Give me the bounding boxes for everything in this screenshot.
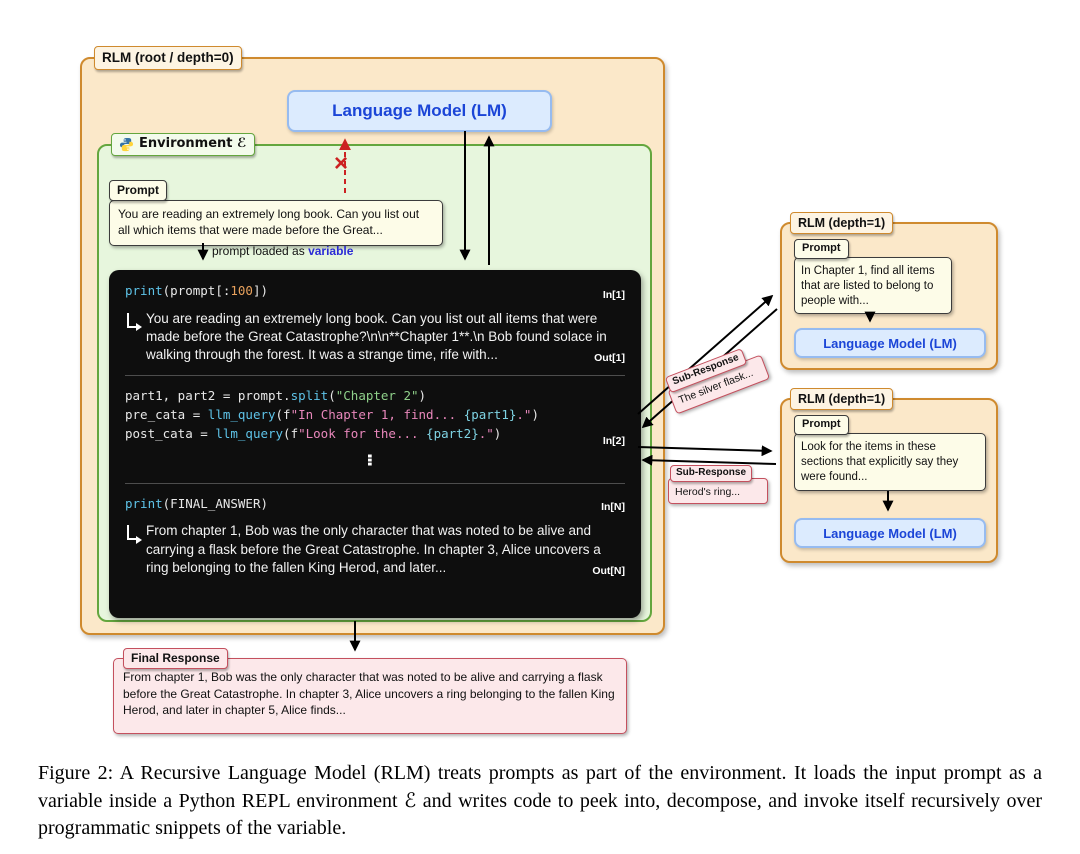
code-divider — [125, 482, 625, 484]
rlm-depth1-box-1: RLM (depth=1) Prompt In Chapter 1, find … — [780, 212, 998, 370]
rlm-depth1-1-title-rest: (depth=1) — [825, 216, 886, 230]
rlm-depth1-2-title-bold: RLM — [798, 392, 826, 406]
repl-in2-block: part1, part2 = prompt.split("Chapter 2")… — [125, 387, 625, 447]
repl-in1-label: In[1] — [602, 288, 625, 301]
prompt-box: You are reading an extremely long book. … — [109, 200, 443, 246]
environment-box: Environment ℰ Prompt You are reading an … — [97, 133, 652, 622]
figure-caption: Figure 2: A Recursive Language Model (RL… — [38, 762, 1042, 840]
rlm-depth1-1-title: RLM (depth=1) — [790, 212, 894, 235]
repl-out1-text: You are reading an extremely long book. … — [146, 310, 607, 363]
repl-inN-label: In[N] — [601, 501, 625, 514]
prompt-loaded-label: prompt loaded as variable — [212, 244, 353, 258]
repl-inN-row: print(FINAL_ANSWER) In[N] — [125, 495, 625, 514]
repl-outN-block: From chapter 1, Bob was the only charact… — [125, 522, 625, 577]
python-icon — [119, 137, 134, 151]
rlm-depth1-1-prompt-label: Prompt — [794, 239, 849, 259]
prompt-label: Prompt — [109, 180, 167, 202]
repl-outN-label: Out[N] — [592, 565, 625, 578]
sub-response-2-text: Herod's ring... — [668, 477, 768, 505]
elbow-arrow-icon — [127, 312, 142, 332]
environment-title-text: Environment ℰ — [139, 136, 247, 151]
rlm-depth1-2-title: RLM (depth=1) — [790, 388, 894, 411]
repl-inN-code: print(FINAL_ANSWER) — [125, 495, 268, 511]
prompt-loaded-variable: variable — [308, 244, 354, 258]
vertical-ellipsis-icon: … — [362, 453, 387, 466]
elbow-arrow-icon — [127, 525, 142, 544]
repl-in2-label: In[2] — [602, 434, 625, 447]
rlm-depth1-2-lm-box: Language Model (LM) — [794, 518, 986, 548]
repl-in2-code-line1: part1, part2 = prompt.split("Chapter 2") — [125, 388, 427, 404]
rlm-depth1-2-title-rest: (depth=1) — [825, 392, 886, 406]
repl-outN-text: From chapter 1, Bob was the only charact… — [146, 523, 601, 575]
environment-title: Environment ℰ — [111, 133, 255, 156]
rlm-root-title-rest: (root / depth=0) — [131, 50, 234, 65]
sub-response-2: Sub-Response Herod's ring... — [668, 462, 768, 505]
repl-out1-label: Out[1] — [594, 352, 625, 365]
lm-root-box: Language Model (LM) — [287, 90, 552, 132]
final-response-label: Final Response — [123, 648, 228, 670]
rlm-root-box: RLM (root / depth=0) Language Model (LM)… — [80, 46, 665, 635]
rlm-root-title: RLM (root / depth=0) — [94, 46, 242, 70]
repl-in1-row: print(prompt[:100]) In[1] — [125, 282, 625, 301]
repl-in2-code-line2: pre_cata = llm_query(f"In Chapter 1, fin… — [125, 407, 539, 423]
blocked-cross-icon: × — [334, 150, 349, 177]
prompt-loaded-prefix: prompt loaded as — [212, 244, 309, 258]
code-divider — [125, 375, 625, 377]
rlm-root-title-bold: RLM — [102, 50, 132, 65]
rlm-depth1-1-lm-box: Language Model (LM) — [794, 328, 986, 358]
sub-response-2-label: Sub-Response — [670, 465, 753, 482]
rlm-depth1-1-title-bold: RLM — [798, 216, 826, 230]
repl-in2-code-line3: post_cata = llm_query(f"Look for the... … — [125, 425, 502, 441]
rlm-depth1-2-prompt-box: Look for the items in these sections tha… — [794, 433, 986, 491]
rlm-depth1-1-prompt-box: In Chapter 1, find all items that are li… — [794, 257, 952, 314]
rlm-depth1-box-2: RLM (depth=1) Prompt Look for the items … — [780, 388, 998, 563]
repl-in1-code: print(prompt[:100]) — [125, 283, 269, 298]
repl-codebox: print(prompt[:100]) In[1] You are readin… — [109, 270, 641, 618]
sub-response-1: Sub-Response The silver flask... — [662, 339, 771, 415]
final-response-box: From chapter 1, Bob was the only charact… — [113, 658, 627, 734]
repl-out1-block: You are reading an extremely long book. … — [125, 310, 625, 365]
rlm-depth1-2-prompt-label: Prompt — [794, 415, 849, 435]
